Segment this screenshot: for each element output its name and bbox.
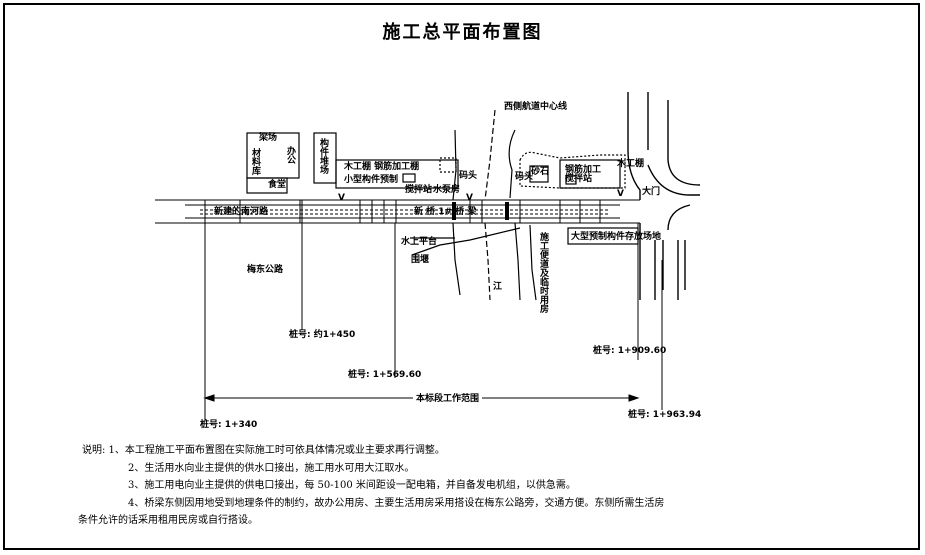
drawing-frame: [3, 3, 920, 550]
label-mixing-east: 钢筋加工 搅拌站: [565, 165, 602, 184]
station-3: 桩号: 1+909.60: [593, 346, 667, 356]
label-river: 江: [493, 282, 503, 292]
bridge-deck-hatch: [239, 200, 601, 223]
label-steel-yard: 构件堆场: [318, 138, 328, 174]
label-dock-east: 码头: [515, 172, 534, 182]
east-road: [627, 92, 701, 300]
note-1: 说明: 1、本工程施工平面布置图在实际施工时可依具体情况或业主要求再行调整。: [82, 445, 445, 456]
drawing-title: 施工总平面布置图: [382, 22, 543, 43]
label-platform: 水上平台: [401, 237, 438, 247]
station-5: 桩号: 1+963.94: [628, 410, 702, 420]
label-precast-small: 小型构件预制: [344, 175, 399, 185]
label-bridge: 新 桥 1# 桥 梁: [414, 207, 477, 217]
label-meidong-road: 梅东公路: [247, 265, 284, 275]
label-new-road: 新建的南河路: [214, 207, 269, 217]
station-lines: [203, 200, 663, 420]
label-carpentry-east: 木工棚: [617, 159, 645, 169]
pier-marks: [452, 202, 509, 220]
label-large-precast: 大型预制构件存放场地: [571, 232, 662, 242]
note-3: 3、施工用电向业主提供的供电口接出，每 50-100 米间距设一配电箱，并自备发…: [128, 480, 576, 491]
note-5: 条件允许的话采用租用民房或自行搭设。: [78, 515, 258, 526]
label-office: 办公: [285, 146, 295, 164]
label-beam-yard: 梁场: [259, 133, 278, 143]
notes-block: 说明: 1、本工程施工平面布置图在实际施工时可依具体情况或业主要求再行调整。 2…: [78, 442, 842, 530]
label-east-camp: 施工便道及临时用房: [538, 232, 548, 313]
v-mark-1: V: [338, 193, 345, 203]
note-4: 4、桥梁东侧因用地受到地理条件的制约，故办公用房、主要生活用房采用搭设在梅东公路…: [128, 497, 665, 509]
label-sand: 砂石: [531, 167, 550, 177]
label-warehouse: 材料库: [250, 148, 260, 175]
river-banks: [452, 109, 537, 301]
access-ramps: [410, 227, 521, 256]
label-rebar-shed: 木工棚 钢筋加工棚: [344, 162, 420, 172]
station-2: 桩号: 1+569.60: [348, 370, 422, 380]
station-4: 桩号: 1+340: [200, 420, 258, 430]
label-water-pump: 水泵房: [433, 185, 461, 195]
note-2: 2、生活用水向业主提供的供水口接出，施工用水可用大江取水。: [128, 462, 415, 474]
label-gate: 大门: [642, 187, 661, 197]
label-pier-axis: 西侧航道中心线: [504, 102, 568, 112]
label-wharf-west: 码头: [459, 171, 478, 181]
label-canteen: 食堂: [268, 180, 287, 190]
label-mixing-west: 搅拌站: [405, 185, 433, 195]
v-mark-3: V: [617, 189, 624, 199]
west-facilities: [246, 132, 459, 194]
work-range-label: 本标段工作范围: [413, 395, 483, 404]
station-1: 桩号: 约1+450: [289, 330, 356, 340]
v-mark-2: V: [466, 193, 473, 203]
main-road: [155, 199, 640, 224]
east-facilities: [519, 151, 639, 245]
label-cofferdam: 围堰: [411, 255, 430, 265]
